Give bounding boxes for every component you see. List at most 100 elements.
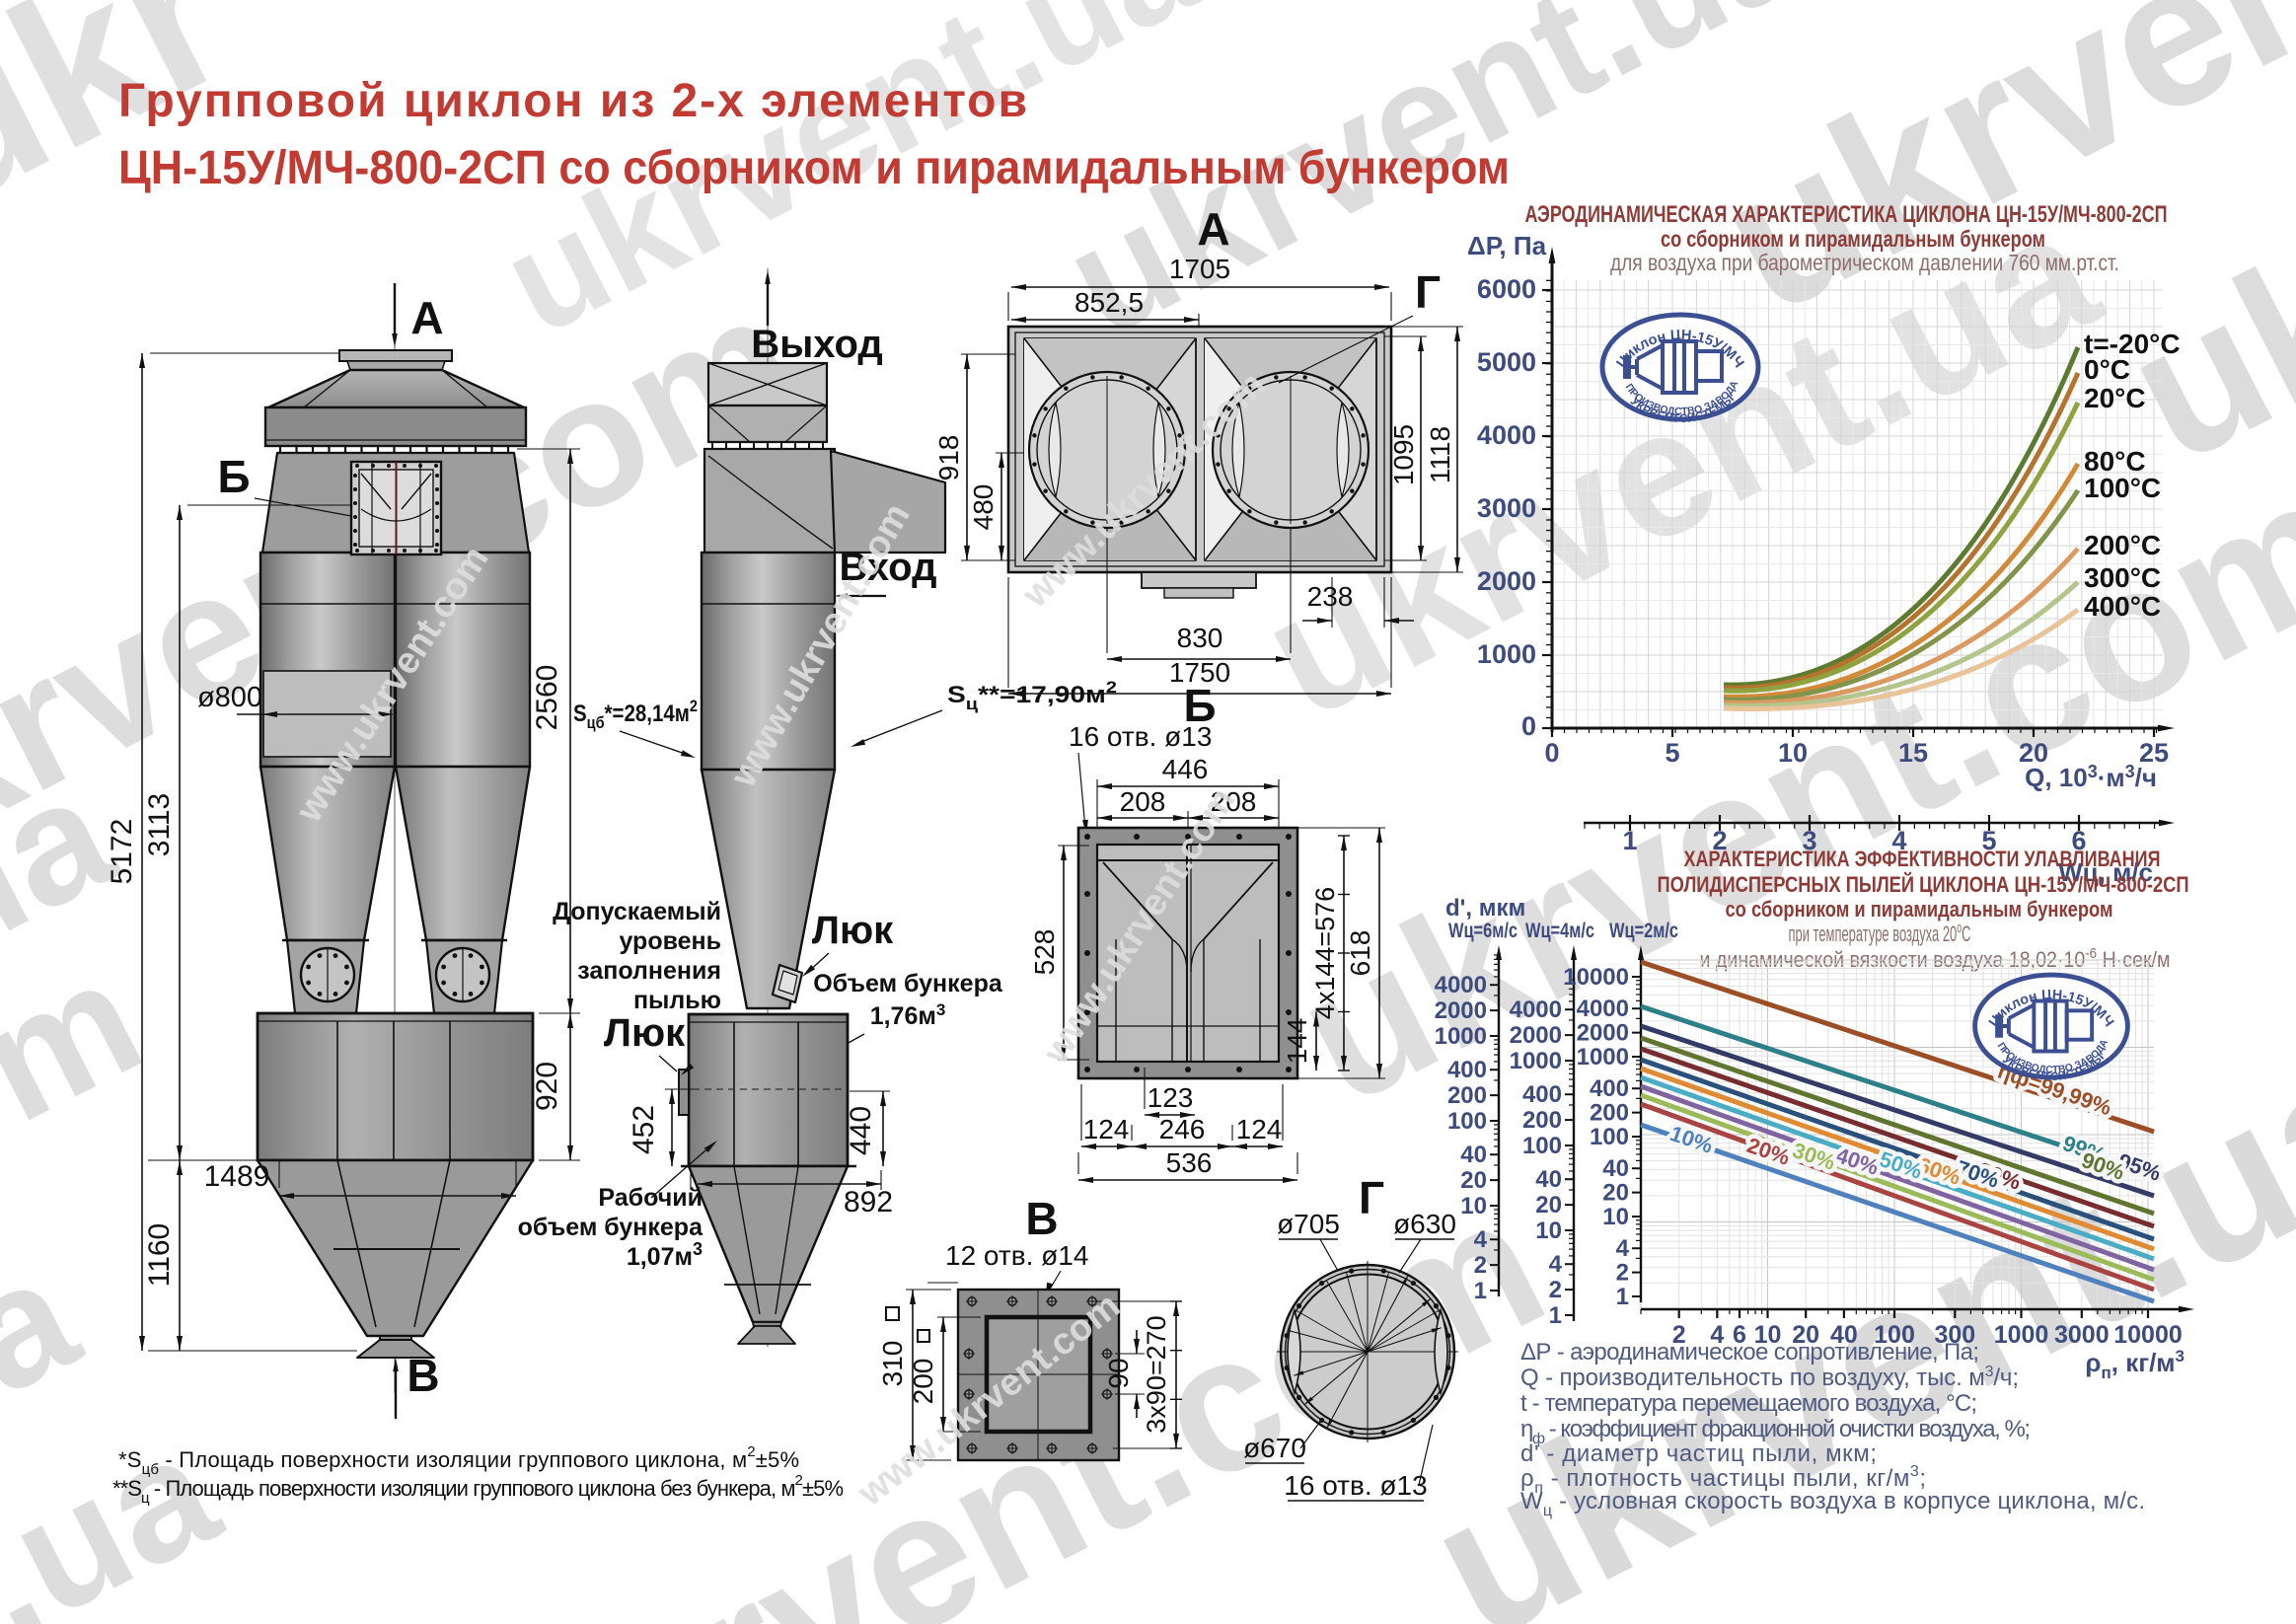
svg-text:Б: Б (217, 451, 250, 502)
svg-text:20: 20 (2019, 738, 2048, 768)
svg-text:4000: 4000 (1477, 420, 1536, 450)
svg-text:уровень: уровень (619, 927, 721, 955)
svg-text:a: a (0, 1220, 104, 1431)
svg-text:Выход: Выход (751, 323, 883, 366)
svg-text:300°C: 300°C (2084, 562, 2161, 593)
svg-text:20: 20 (1602, 1180, 1629, 1207)
svg-text:объем бункера: объем бункера (518, 1214, 704, 1241)
svg-text:4х144=576: 4х144=576 (1310, 887, 1340, 1019)
svg-text:пылью: пылью (633, 987, 721, 1014)
svg-text:1000: 1000 (1577, 1044, 1629, 1070)
svg-text:918: 918 (933, 435, 964, 481)
svg-text:10: 10 (1754, 1321, 1782, 1349)
svg-text:Г: Г (1415, 266, 1441, 318)
svg-text:0: 0 (1544, 738, 1559, 768)
svg-text:Wц=2м/с: Wц=2м/с (1609, 920, 1678, 942)
svg-text:3113: 3113 (143, 793, 176, 857)
svg-text:Объем бункера: Объем бункера (813, 970, 1003, 997)
svg-text:5: 5 (1665, 738, 1679, 768)
svg-text:2: 2 (1672, 1321, 1686, 1349)
svg-text:1160: 1160 (143, 1223, 176, 1288)
svg-text:2: 2 (1616, 1260, 1629, 1287)
svg-text:124: 124 (1236, 1114, 1283, 1144)
svg-text:t.ua: t.ua (0, 1395, 245, 1624)
svg-text:3х90=270: 3х90=270 (1142, 1315, 1171, 1433)
svg-text:310: 310 (877, 1341, 908, 1387)
svg-text:1: 1 (1474, 1278, 1487, 1304)
svg-text:5000: 5000 (1477, 347, 1536, 377)
svg-text:при температуре воздуха 20оС: при температуре воздуха 20оС (1789, 920, 1971, 946)
svg-text:40: 40 (1535, 1166, 1562, 1193)
svg-text:2000: 2000 (1477, 566, 1536, 596)
svg-text:208: 208 (1211, 786, 1257, 817)
svg-text:10000: 10000 (1563, 964, 1629, 991)
svg-text:20°C: 20°C (2084, 383, 2146, 413)
svg-text:Групповой циклон из 2-х элемен: Групповой циклон из 2-х элементов (118, 75, 1027, 127)
svg-text:400: 400 (1590, 1075, 1629, 1102)
svg-text:100°C: 100°C (2084, 473, 2161, 503)
svg-text:1000: 1000 (1510, 1048, 1562, 1074)
svg-text:1705: 1705 (1169, 254, 1230, 284)
svg-text:1000: 1000 (1435, 1023, 1487, 1050)
svg-text:5172: 5172 (106, 819, 138, 885)
svg-text:А: А (410, 292, 443, 343)
svg-text:16 отв. ø13: 16 отв. ø13 (1069, 721, 1212, 752)
svg-text:Wц - условная скорость воздуха: Wц - условная скорость воздуха в корпусе… (1520, 1488, 2145, 1519)
svg-text:2: 2 (1474, 1252, 1487, 1279)
svg-text:d' - диаметр частиц пыли, мкм;: d' - диаметр частиц пыли, мкм; (1520, 1440, 1877, 1467)
svg-text:А: А (1197, 203, 1229, 255)
svg-text:80°C: 80°C (2084, 446, 2146, 477)
svg-text:452: 452 (628, 1105, 660, 1154)
svg-text:10: 10 (1602, 1204, 1629, 1230)
svg-text:4000: 4000 (1510, 997, 1562, 1023)
svg-text:10: 10 (1778, 738, 1808, 768)
svg-text:536: 536 (1166, 1147, 1213, 1178)
svg-text:200: 200 (1590, 1100, 1629, 1127)
svg-text:1095: 1095 (1388, 424, 1419, 485)
svg-text:100: 100 (1447, 1108, 1487, 1135)
svg-text:208: 208 (1120, 786, 1166, 817)
svg-text:ø630: ø630 (1393, 1209, 1456, 1239)
svg-text:ø800: ø800 (197, 682, 262, 713)
svg-text:20: 20 (1792, 1321, 1819, 1349)
svg-text:300: 300 (1934, 1321, 1975, 1349)
svg-text:124: 124 (1083, 1114, 1130, 1144)
svg-text:400: 400 (1522, 1081, 1562, 1108)
svg-text:400°C: 400°C (2084, 591, 2161, 622)
svg-text:200: 200 (908, 1359, 938, 1405)
svg-text:1000: 1000 (1477, 639, 1536, 669)
svg-text:40: 40 (1602, 1155, 1629, 1182)
svg-text:Q - производительность по возд: Q - производительность по воздуху, тыс. … (1520, 1364, 2019, 1391)
svg-text:t - температура перемещаемого: t - температура перемещаемого воздуха, °… (1520, 1390, 1977, 1417)
svg-text:1118: 1118 (1425, 426, 1455, 483)
svg-text:2: 2 (1712, 826, 1727, 855)
svg-text:200: 200 (1447, 1082, 1487, 1109)
svg-text:0: 0 (1521, 711, 1536, 741)
svg-text:ρп - плотность частицы пыли, к: ρп - плотность частицы пыли, кг/м3; (1520, 1463, 1926, 1497)
svg-text:для воздуха при барометрическо: для воздуха при барометрическом давлении… (1610, 250, 2119, 275)
svg-text:446: 446 (1162, 754, 1209, 784)
svg-text:2000: 2000 (1577, 1020, 1629, 1047)
svg-text:25: 25 (2139, 738, 2169, 768)
svg-text:Wц=6м/с: Wц=6м/с (1448, 920, 1518, 942)
svg-text:618: 618 (1345, 930, 1375, 977)
svg-text:ХАРАКТЕРИСТИКА ЭФФЕКТИВНОСТИ: ХАРАКТЕРИСТИКА ЭФФЕКТИВНОСТИ УЛАВЛИВАНИЯ (1684, 847, 2161, 871)
svg-text:4000: 4000 (1435, 972, 1487, 998)
svg-text:1,76м3: 1,76м3 (870, 1000, 946, 1030)
svg-text:100: 100 (1590, 1124, 1629, 1150)
svg-text:Люк: Люк (812, 909, 894, 952)
svg-text:Б: Б (1183, 680, 1216, 731)
svg-text:1,07м3: 1,07м3 (627, 1239, 703, 1271)
svg-text:238: 238 (1307, 581, 1354, 612)
svg-text:Допускаемый: Допускаемый (553, 898, 721, 925)
svg-text:480: 480 (968, 484, 999, 531)
svg-text:ø705: ø705 (1277, 1209, 1340, 1239)
svg-text:4: 4 (1891, 826, 1906, 855)
svg-text:ηф - коэффициент фракционной о: ηф - коэффициент фракционной очистки воз… (1520, 1416, 2031, 1447)
svg-text:0°C: 0°C (2084, 354, 2130, 385)
svg-text:3000: 3000 (2054, 1321, 2110, 1349)
svg-text:2: 2 (1549, 1277, 1562, 1303)
svg-text:5: 5 (1981, 826, 1996, 855)
svg-text:12 отв. ø14: 12 отв. ø14 (945, 1240, 1088, 1271)
